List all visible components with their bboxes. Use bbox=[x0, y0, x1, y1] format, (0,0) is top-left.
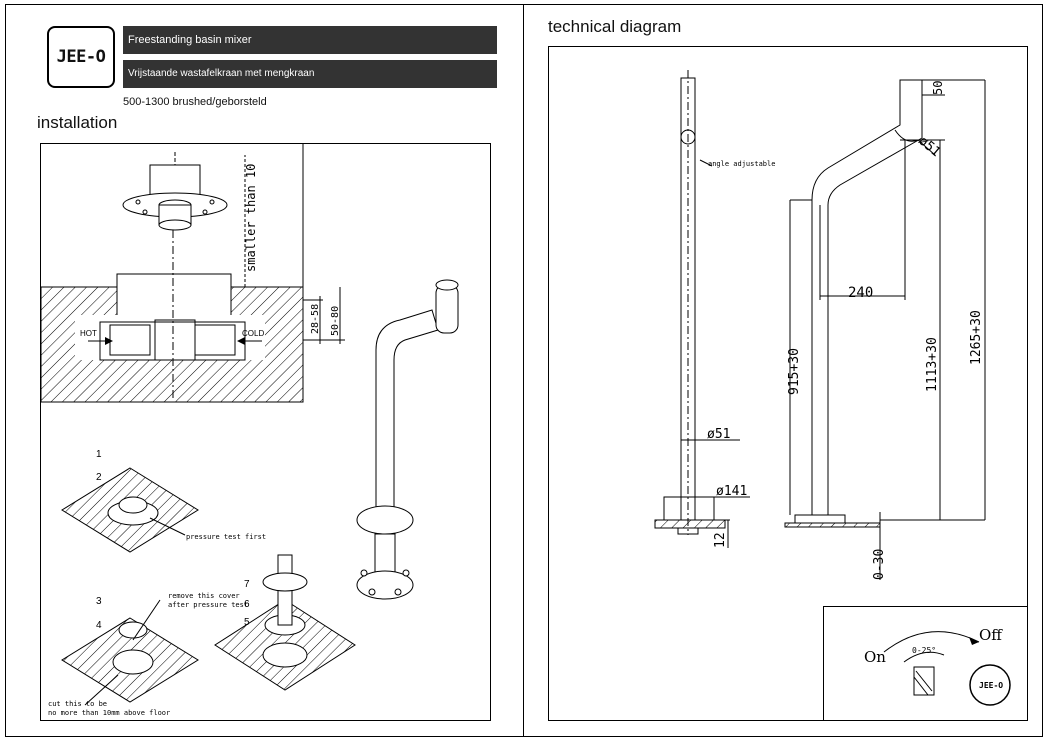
label-dim-r51: ø51 bbox=[915, 134, 943, 161]
label-dim-50: 50 bbox=[931, 81, 945, 95]
label-d51: ø51 bbox=[707, 427, 730, 442]
step-1-label: 1 bbox=[96, 449, 102, 460]
label-angle: 0-25° bbox=[912, 646, 936, 655]
technical-panel bbox=[548, 46, 1028, 721]
label-cut-2: no more than 10mm above floor bbox=[48, 709, 170, 717]
label-dim-0-30: 0-30 bbox=[872, 549, 887, 580]
step-5-label: 5 bbox=[244, 617, 250, 628]
technical-title: technical diagram bbox=[548, 17, 682, 36]
install-section bbox=[40, 143, 345, 403]
step-7-label: 7 bbox=[244, 579, 250, 590]
tech-front-view bbox=[654, 70, 750, 548]
label-cold: COLD bbox=[242, 329, 264, 338]
install-flange-top bbox=[122, 152, 228, 231]
label-on: On bbox=[864, 648, 886, 666]
label-dim-12: 12 bbox=[713, 532, 728, 548]
label-off: Off bbox=[979, 626, 1003, 644]
label-hot: HOT bbox=[80, 329, 97, 338]
install-step-plates bbox=[61, 467, 356, 706]
handle-rotation-legend: On Off 0-25° JEE-O bbox=[823, 606, 1028, 721]
label-cut-1: cut this to be bbox=[48, 700, 107, 708]
brand-logo: JEE-O bbox=[47, 26, 115, 88]
label-remove-cover-2: after pressure test bbox=[168, 601, 248, 609]
label-dim-915: 915+30 bbox=[787, 348, 802, 395]
install-mixer-perspective bbox=[356, 279, 459, 600]
mini-logo-text: JEE-O bbox=[979, 681, 1003, 690]
label-dim-28-58: 28-58 bbox=[310, 304, 321, 334]
installation-title: installation bbox=[37, 113, 118, 132]
product-title-nl: Vrijstaande wastafelkraan met mengkraan bbox=[123, 60, 497, 88]
page-border bbox=[5, 4, 1043, 737]
label-dim-240: 240 bbox=[848, 285, 873, 301]
label-dim-50-80: 50-80 bbox=[330, 306, 341, 336]
tech-side-view bbox=[784, 79, 986, 580]
handle-rotation-drawing: On Off 0-25° JEE-O bbox=[864, 626, 1011, 706]
page-divider bbox=[523, 4, 524, 737]
step-6-label: 6 bbox=[244, 599, 250, 610]
installation-panel bbox=[40, 143, 491, 721]
step-3-label: 3 bbox=[96, 596, 102, 607]
product-title-en: Freestanding basin mixer bbox=[123, 26, 497, 54]
label-dim-1265: 1265+30 bbox=[969, 310, 984, 365]
label-angle-adjustable: angle adjustable bbox=[708, 160, 775, 168]
step-4-label: 4 bbox=[96, 620, 102, 631]
label-remove-cover-1: remove this cover bbox=[168, 592, 240, 600]
label-pressure-test: pressure test first bbox=[186, 533, 266, 541]
label-smaller-than: smaller than 10 bbox=[244, 164, 258, 272]
label-d141: ø141 bbox=[716, 484, 747, 499]
step-2-label: 2 bbox=[96, 472, 102, 483]
product-variant: 500-1300 brushed/geborsteld bbox=[123, 96, 267, 108]
logo-text: JEE-O bbox=[56, 47, 106, 67]
label-dim-1113: 1113+30 bbox=[925, 337, 940, 392]
